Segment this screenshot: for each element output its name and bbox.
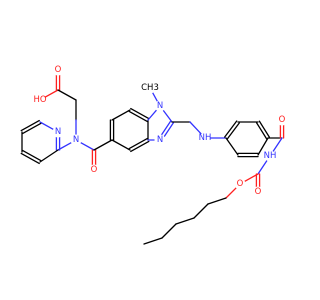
atom-label-n-methyl-n: N: [157, 101, 163, 111]
atom-label-amine-nh: NH: [199, 133, 212, 143]
double-bond-line: [130, 140, 150, 153]
single-bond: [257, 159, 268, 175]
atom-label-amide-n: N: [73, 135, 79, 145]
single-bond: [111, 109, 131, 121]
double-bond-line: [128, 110, 148, 123]
atom-label-background: [199, 132, 211, 144]
double-bond-line: [20, 119, 40, 132]
atom-label-background: [144, 82, 156, 94]
single-bond: [225, 137, 239, 156]
double-bond-line: [258, 120, 271, 138]
single-bond: [225, 186, 238, 199]
atom-label-background: [52, 126, 64, 138]
single-bond: [175, 217, 195, 225]
atom-label-ester-o: O: [237, 179, 244, 189]
atom-label-hydroxyl: HO: [33, 95, 46, 105]
single-bond: [272, 137, 283, 153]
single-bond: [147, 109, 158, 121]
single-bond: [111, 139, 131, 151]
atom-label-carbamate-nh: NH: [264, 151, 277, 161]
atom-label-background: [276, 114, 288, 126]
single-bond: [79, 141, 95, 151]
atom-label-carbonyl-o: O: [279, 115, 286, 125]
atom-label-background: [52, 64, 64, 76]
single-bond: [93, 139, 113, 151]
bond-lines: [20, 74, 285, 245]
double-bond-line: [160, 120, 172, 136]
atom-label-background: [234, 178, 246, 190]
single-bond: [57, 89, 77, 101]
single-bond: [257, 137, 269, 156]
double-bond-line: [163, 122, 174, 138]
atom-label-background: [154, 134, 166, 146]
double-bond-line: [255, 122, 268, 140]
double-bond-line: [22, 149, 42, 162]
atom-label-acid-carbonyl-o: O: [55, 65, 62, 75]
double-bond-line: [20, 152, 40, 165]
atom-label-imidazole-n: N: [157, 135, 163, 145]
single-bond: [43, 89, 59, 99]
double-bond-line: [128, 137, 148, 150]
single-bond: [243, 173, 259, 183]
atom-label-carbamate-co: O: [255, 187, 262, 197]
single-bond: [143, 237, 163, 245]
atom-label-background: [154, 100, 166, 112]
atom-label-methyl: CH3: [141, 83, 159, 93]
single-bond: [189, 121, 203, 136]
double-bond-line: [226, 122, 240, 140]
atom-label-pyridine-n: N: [55, 127, 61, 137]
double-bond-line: [22, 122, 42, 135]
atom-label-amide-o: O: [91, 165, 98, 175]
atom-label-background: [70, 134, 82, 146]
atom-label-background: [88, 164, 100, 176]
atom-label-background: [264, 150, 276, 162]
atom-label-background: [34, 94, 46, 106]
single-bond: [161, 223, 177, 239]
single-bond: [57, 141, 73, 151]
double-bond-line: [224, 120, 238, 138]
single-bond: [39, 149, 59, 163]
double-bond-line: [130, 107, 150, 120]
single-bond: [39, 121, 55, 131]
atom-label-background: [252, 186, 264, 198]
single-bond: [151, 91, 159, 103]
single-bond: [193, 203, 209, 219]
single-bond: [162, 109, 173, 123]
single-bond: [207, 197, 227, 205]
